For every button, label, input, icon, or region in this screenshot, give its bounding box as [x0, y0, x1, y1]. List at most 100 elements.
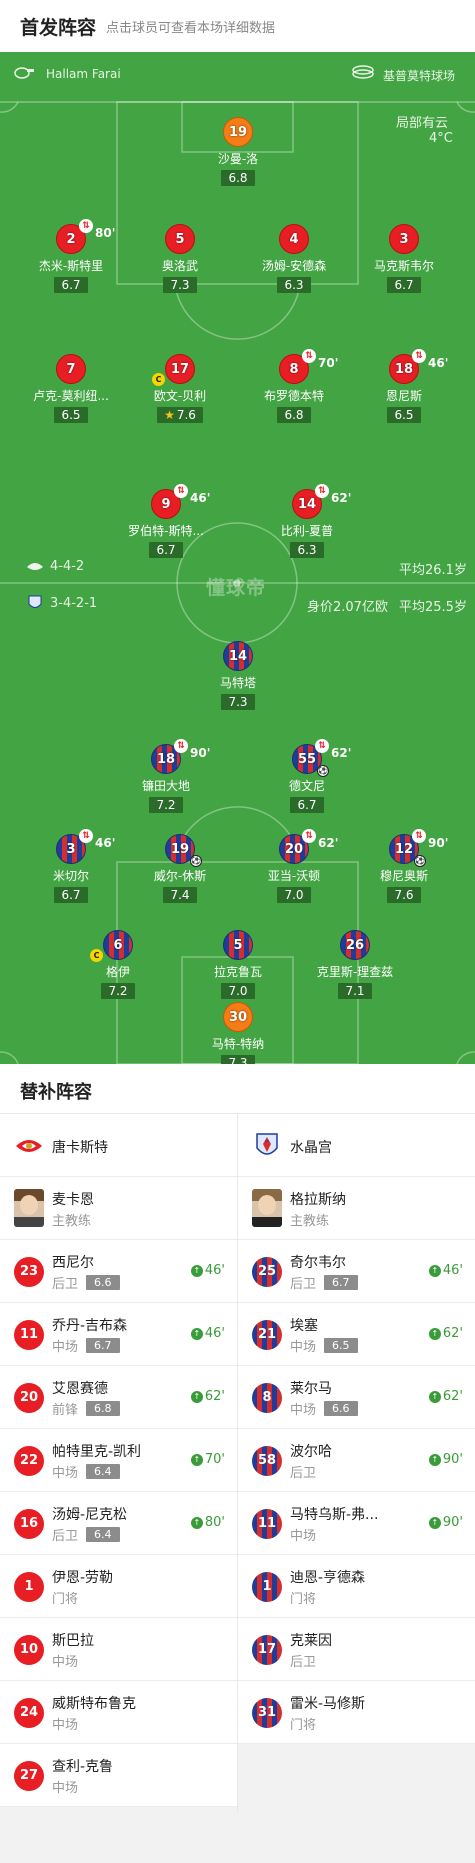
- player-rating: 6.5: [387, 407, 421, 423]
- substitution-in-icon: ↑: [190, 1265, 203, 1277]
- jersey-number-badge: 23: [14, 1257, 44, 1287]
- rating-value: 7.1: [345, 984, 365, 998]
- crystal-palace-crest-icon: [252, 1132, 282, 1160]
- jersey-number: 17: [170, 362, 190, 377]
- bench-player-name: 帕特里克-凯利: [52, 1444, 142, 1460]
- away-team-name: 水晶宫: [290, 1140, 332, 1156]
- rating-value: 6.7: [297, 798, 317, 812]
- jersey-number-badge: 30: [223, 1002, 253, 1032]
- jersey-number: 18: [156, 752, 176, 767]
- substitution-out-icon: ⇅: [79, 219, 93, 233]
- bench-player-rating: 6.7: [324, 1275, 358, 1290]
- away-coach-row[interactable]: 格拉斯纳 主教练: [238, 1177, 475, 1240]
- substitution-out-icon: ⇅: [302, 829, 316, 843]
- home-team-row[interactable]: 唐卡斯特: [0, 1114, 237, 1177]
- jersey-number: 14: [297, 497, 317, 512]
- substitution-in-icon: ↑: [428, 1391, 441, 1403]
- sub-on-time: 62': [204, 1389, 225, 1404]
- jersey-number-badge: 24: [14, 1698, 44, 1728]
- jersey-number: 55: [297, 752, 317, 767]
- player-rating: 6.8: [221, 170, 255, 186]
- bench-player-position: 后卫: [290, 1466, 317, 1481]
- substitution-in-icon: ↑: [190, 1391, 203, 1403]
- jersey-number-badge: 26: [340, 930, 370, 960]
- jersey-number: 2: [66, 232, 76, 247]
- substitution-out-icon: ⇅: [79, 829, 93, 843]
- away-coach-name: 格拉斯纳: [290, 1192, 346, 1208]
- jersey-number-badge: 4: [279, 224, 309, 254]
- substitution-minute: 62': [331, 491, 352, 505]
- bench-player-position: 中场: [290, 1403, 317, 1418]
- substitution-in-icon: ↑: [428, 1454, 441, 1466]
- stadium-name: 基普莫特球场: [383, 69, 456, 83]
- player-rating: 7.2: [149, 797, 183, 813]
- home-player[interactable]: 4 汤姆-安德森 6.3: [239, 224, 349, 293]
- substitution-out-icon: ⇅: [412, 349, 426, 363]
- rating-value: 6.7: [394, 278, 414, 292]
- home-coach-row[interactable]: 麦卡恩 主教练: [0, 1177, 237, 1240]
- sub-on-time: 80': [204, 1515, 225, 1530]
- jersey-number-badge: 19: [223, 117, 253, 147]
- substitution-minute: 46': [190, 491, 211, 505]
- home-player[interactable]: 9⇅46'罗伯特-斯特...6.7: [111, 484, 221, 558]
- captain-icon: C: [90, 949, 103, 962]
- away-team-row[interactable]: 水晶宫: [238, 1114, 475, 1177]
- rating-value: 6.3: [284, 278, 304, 292]
- jersey-number: 3: [399, 232, 409, 247]
- jersey-number-badge: 11: [252, 1509, 282, 1539]
- player-name: 亚当-沃顿: [267, 869, 321, 883]
- substitution-in-icon: ↑: [428, 1328, 441, 1340]
- player-rating: 6.8: [277, 407, 311, 423]
- bench-player-name: 西尼尔: [52, 1255, 94, 1271]
- jersey-number: 18: [394, 362, 414, 377]
- sub-on-time: 46': [204, 1326, 225, 1341]
- player-name: 马特塔: [219, 676, 256, 690]
- player-rating: 6.7: [290, 797, 324, 813]
- jersey-number-badge: 8⇅70': [279, 349, 338, 384]
- jersey-number-badge: 17: [252, 1635, 282, 1665]
- bench-player-name: 艾恩赛德: [52, 1381, 108, 1397]
- player-name: 汤姆-安德森: [261, 259, 327, 273]
- bench-player-position: 后卫: [290, 1277, 317, 1292]
- sub-on-minute: ↑90': [428, 1515, 463, 1530]
- bench-player-name: 克莱因: [290, 1633, 332, 1649]
- pitch-lines: [0, 101, 475, 1064]
